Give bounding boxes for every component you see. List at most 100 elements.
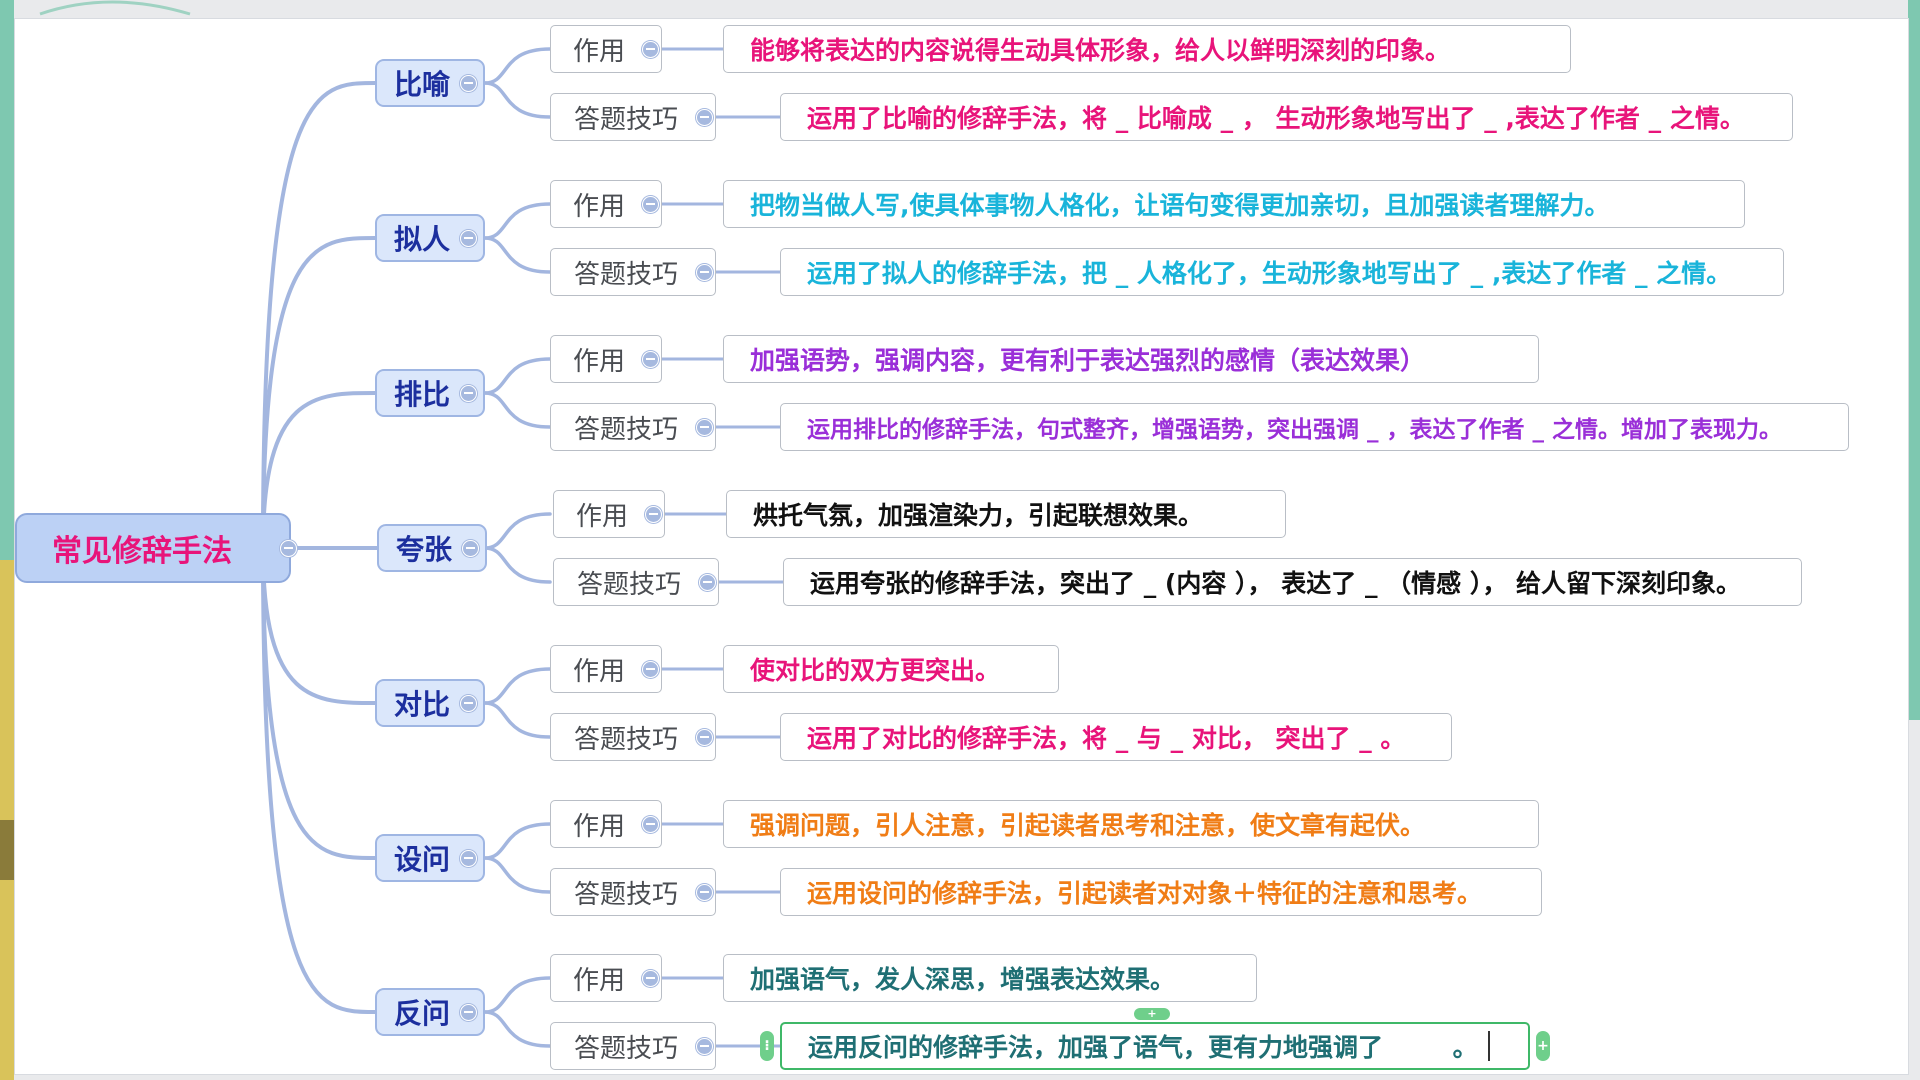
branch-label: 作用 bbox=[572, 965, 625, 996]
connector-line bbox=[261, 546, 377, 1014]
collapse-icon[interactable] bbox=[696, 264, 713, 281]
effect-text: 使对比的双方更突出。 bbox=[750, 656, 1001, 685]
branch-label: 作用 bbox=[572, 656, 625, 687]
effect-text-node[interactable]: 加强语气，发人深思，增强表达效果。 bbox=[723, 954, 1257, 1002]
collapse-icon[interactable] bbox=[280, 540, 297, 557]
topic-label: 比喻 bbox=[393, 68, 450, 101]
collapse-icon[interactable] bbox=[642, 970, 659, 987]
connector-line bbox=[261, 81, 377, 550]
connector-line bbox=[483, 667, 552, 705]
technique-text: 运用了比喻的修辞手法，将 _ 比喻成 _ ， 生动形象地写出了 _ ,表达了作者… bbox=[807, 104, 1745, 133]
effect-text-node[interactable]: 使对比的双方更突出。 bbox=[723, 645, 1059, 693]
topic-label: 反问 bbox=[393, 997, 450, 1030]
effect-text: 烘托气氛，加强渲染力，引起联想效果。 bbox=[753, 501, 1204, 530]
branch-label: 作用 bbox=[572, 36, 625, 67]
collapse-icon[interactable] bbox=[645, 506, 662, 523]
connector-line bbox=[261, 391, 377, 550]
technique-label-node[interactable]: 答题技巧 bbox=[550, 868, 716, 916]
topic-node[interactable]: 对比 bbox=[375, 679, 485, 727]
add-node-above-icon[interactable]: + bbox=[1134, 1008, 1170, 1020]
connector-line bbox=[483, 81, 552, 119]
technique-text-node[interactable]: 运用设问的修辞手法，引起读者对对象＋特征的注意和思考。 bbox=[780, 868, 1542, 916]
connector-line bbox=[483, 1010, 552, 1048]
effect-text: 加强语气，发人深思，增强表达效果。 bbox=[750, 965, 1176, 994]
topic-label: 夸张 bbox=[395, 533, 452, 566]
technique-text-node[interactable]: 运用了拟人的修辞手法，把 _ 人格化了，生动形象地写出了 _ ,表达了作者 _ … bbox=[780, 248, 1784, 296]
technique-text: 运用排比的修辞手法，句式整齐，增强语势，突出强调 _ ，表达了作者 _ 之情。增… bbox=[807, 417, 1783, 443]
topic-label: 对比 bbox=[393, 688, 450, 721]
collapse-icon[interactable] bbox=[460, 850, 477, 867]
collapse-icon[interactable] bbox=[696, 884, 713, 901]
branch-label: 作用 bbox=[572, 191, 625, 222]
collapse-icon[interactable] bbox=[460, 230, 477, 247]
topic-node[interactable]: 夸张 bbox=[377, 524, 487, 572]
technique-label-node[interactable]: 答题技巧 bbox=[550, 248, 716, 296]
branch-label: 答题技巧 bbox=[576, 569, 681, 600]
effect-label-node[interactable]: 作用 bbox=[550, 180, 662, 228]
effect-label-node[interactable]: 作用 bbox=[550, 645, 662, 693]
effect-label-node[interactable]: 作用 bbox=[550, 25, 662, 73]
collapse-icon[interactable] bbox=[642, 816, 659, 833]
technique-text-node[interactable]: 运用了对比的修辞手法，将 _ 与 _ 对比， 突出了 _ 。 bbox=[780, 713, 1452, 761]
effect-label-node[interactable]: 作用 bbox=[553, 490, 665, 538]
topic-node[interactable]: 拟人 bbox=[375, 214, 485, 262]
collapse-icon[interactable] bbox=[460, 1004, 477, 1021]
topic-node[interactable]: 反问 bbox=[375, 988, 485, 1036]
collapse-icon[interactable] bbox=[696, 109, 713, 126]
connector-line bbox=[483, 701, 552, 739]
effect-text: 强调问题，引人注意，引起读者思考和注意，使文章有起伏。 bbox=[750, 811, 1426, 840]
collapse-icon[interactable] bbox=[642, 351, 659, 368]
technique-label-node[interactable]: 答题技巧 bbox=[550, 93, 716, 141]
topic-label: 排比 bbox=[393, 378, 450, 411]
text-cursor bbox=[1487, 1031, 1490, 1061]
effect-text-node[interactable]: 把物当做人写,使具体事物人格化，让语句变得更加亲切，且加强读者理解力。 bbox=[723, 180, 1745, 228]
technique-text-node[interactable]: 运用夸张的修辞手法，突出了 _ (内容 ）， 表达了 _ （情感 ）， 给人留下… bbox=[783, 558, 1802, 606]
technique-text: 运用反问的修辞手法，加强了语气，更有力地强调了 。 bbox=[808, 1033, 1478, 1062]
branch-label: 答题技巧 bbox=[573, 259, 678, 290]
technique-label-node[interactable]: 答题技巧 bbox=[550, 403, 716, 451]
effect-text-node[interactable]: 烘托气氛，加强渲染力，引起联想效果。 bbox=[726, 490, 1286, 538]
effect-text-node[interactable]: 加强语势，强调内容，更有利于表达强烈的感情（表达效果） bbox=[723, 335, 1539, 383]
connector-line bbox=[483, 976, 552, 1014]
connector-line bbox=[483, 202, 552, 240]
technique-label-node[interactable]: 答题技巧 bbox=[553, 558, 719, 606]
collapse-icon[interactable] bbox=[642, 196, 659, 213]
connector-line bbox=[483, 236, 552, 274]
collapse-icon[interactable] bbox=[462, 540, 479, 557]
collapse-icon[interactable] bbox=[460, 695, 477, 712]
collapse-icon[interactable] bbox=[699, 574, 716, 591]
topic-label: 拟人 bbox=[393, 223, 450, 256]
technique-text: 运用了对比的修辞手法，将 _ 与 _ 对比， 突出了 _ 。 bbox=[807, 724, 1406, 753]
effect-label-node[interactable]: 作用 bbox=[550, 335, 662, 383]
effect-label-node[interactable]: 作用 bbox=[550, 954, 662, 1002]
effect-text: 把物当做人写,使具体事物人格化，让语句变得更加亲切，且加强读者理解力。 bbox=[750, 191, 1610, 220]
technique-text-node[interactable]: 运用了比喻的修辞手法，将 _ 比喻成 _ ， 生动形象地写出了 _ ,表达了作者… bbox=[780, 93, 1793, 141]
technique-text: 运用设问的修辞手法，引起读者对对象＋特征的注意和思考。 bbox=[807, 879, 1483, 908]
technique-text-node[interactable]: 运用排比的修辞手法，句式整齐，增强语势，突出强调 _ ，表达了作者 _ 之情。增… bbox=[780, 403, 1849, 451]
connector-line bbox=[483, 512, 552, 550]
topic-node[interactable]: 比喻 bbox=[375, 59, 485, 107]
connector-line bbox=[483, 856, 552, 894]
collapse-icon[interactable] bbox=[642, 41, 659, 58]
branch-label: 答题技巧 bbox=[573, 1033, 678, 1064]
effect-text-node[interactable]: 强调问题，引人注意，引起读者思考和注意，使文章有起伏。 bbox=[723, 800, 1539, 848]
collapse-icon[interactable] bbox=[460, 75, 477, 92]
collapse-icon[interactable] bbox=[460, 385, 477, 402]
effect-text-node[interactable]: 能够将表达的内容说得生动具体形象，给人以鲜明深刻的印象。 bbox=[723, 25, 1571, 73]
topic-node[interactable]: 排比 bbox=[375, 369, 485, 417]
collapse-icon[interactable] bbox=[696, 1038, 713, 1055]
collapse-icon[interactable] bbox=[696, 419, 713, 436]
root-node[interactable]: 常见修辞手法 bbox=[15, 513, 297, 583]
left-resize-handle-icon[interactable]: ⁝ bbox=[760, 1031, 774, 1061]
technique-label-node[interactable]: 答题技巧 bbox=[550, 1022, 716, 1070]
technique-label-node[interactable]: 答题技巧 bbox=[550, 713, 716, 761]
effect-label-node[interactable]: 作用 bbox=[550, 800, 662, 848]
mindmap-canvas[interactable]: 常见修辞手法 比喻作用能够将表达的内容说得生动具体形象，给人以鲜明深刻的印象。答… bbox=[14, 18, 1909, 1075]
topic-node[interactable]: 设问 bbox=[375, 834, 485, 882]
branch-label: 作用 bbox=[572, 346, 625, 377]
collapse-icon[interactable] bbox=[642, 661, 659, 678]
right-resize-handle-icon[interactable]: + bbox=[1536, 1031, 1550, 1061]
connector-line bbox=[483, 822, 552, 860]
technique-text-node[interactable]: 运用反问的修辞手法，加强了语气，更有力地强调了 。 ⁝ + + bbox=[760, 1008, 1550, 1070]
collapse-icon[interactable] bbox=[696, 729, 713, 746]
